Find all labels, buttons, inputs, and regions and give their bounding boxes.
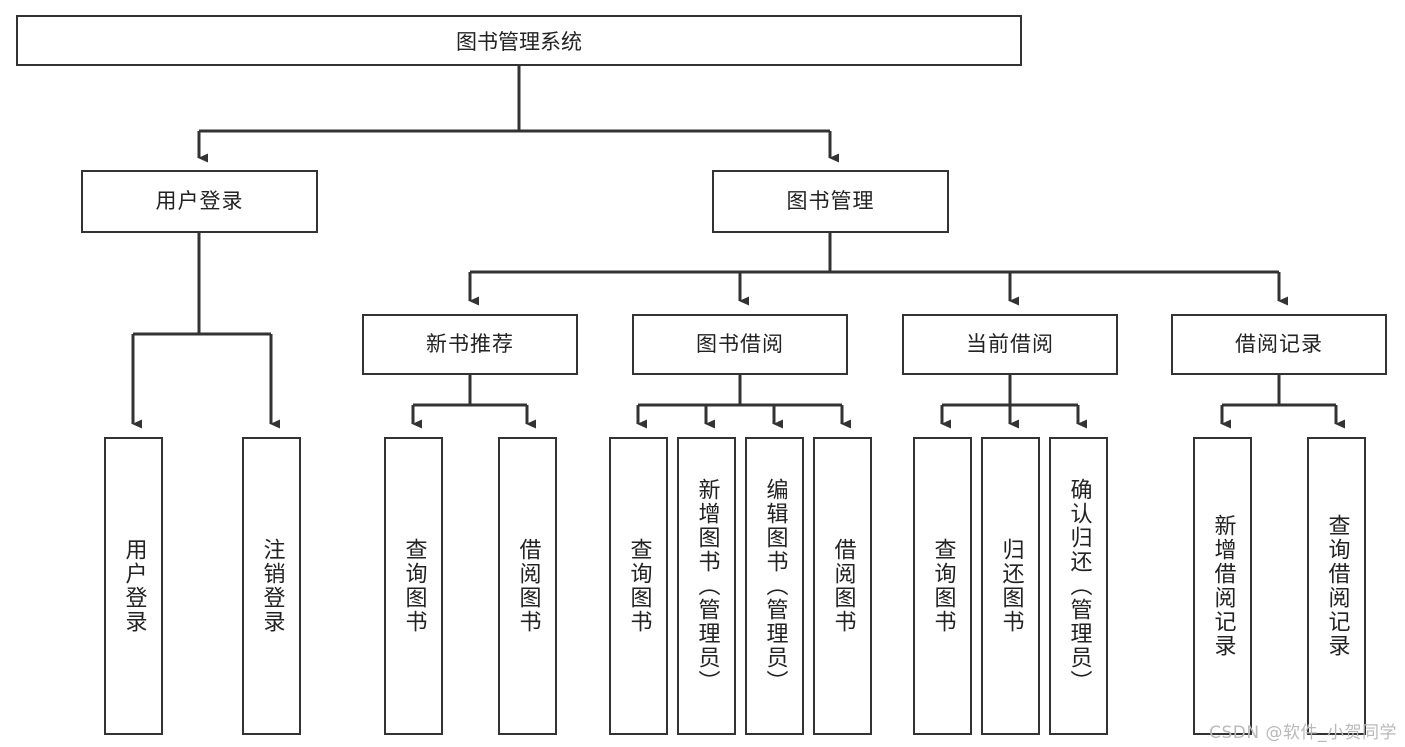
- leaf-user-login-login[interactable]: 用户登录: [104, 437, 163, 735]
- node-label: 借阅记录: [1235, 331, 1323, 356]
- leaf-label: 编辑图书（管理员）: [762, 478, 788, 694]
- watermark-text: CSDN @软件_小贺同学: [1209, 723, 1397, 743]
- leaf-record-query-record[interactable]: 查询借阅记录: [1307, 437, 1366, 735]
- node-label: 图书管理系统: [456, 29, 582, 54]
- leaf-user-login-logout[interactable]: 注销登录: [242, 437, 301, 735]
- leaf-current-query-book[interactable]: 查询图书: [913, 437, 972, 735]
- node-book-borrow[interactable]: 图书借阅: [632, 314, 848, 375]
- node-label: 图书管理: [786, 188, 875, 213]
- leaf-borrow-edit-book-admin[interactable]: 编辑图书（管理员）: [745, 437, 804, 735]
- leaf-label: 借阅图书: [830, 538, 856, 634]
- node-current-borrow[interactable]: 当前借阅: [902, 314, 1118, 375]
- node-book-management[interactable]: 图书管理: [712, 170, 949, 233]
- leaf-label: 新增借阅记录: [1210, 514, 1236, 658]
- leaf-borrow-query-book[interactable]: 查询图书: [609, 437, 668, 735]
- node-user-login[interactable]: 用户登录: [81, 170, 318, 233]
- node-new-book-recommend[interactable]: 新书推荐: [362, 314, 578, 375]
- leaf-recommend-borrow-book[interactable]: 借阅图书: [498, 437, 557, 735]
- leaf-label: 查询图书: [401, 538, 427, 634]
- node-borrow-record[interactable]: 借阅记录: [1171, 314, 1387, 375]
- node-root-book-management-system[interactable]: 图书管理系统: [16, 15, 1022, 66]
- leaf-label: 确认归还（管理员）: [1066, 478, 1092, 694]
- leaf-label: 新增图书（管理员）: [694, 478, 720, 694]
- leaf-label: 查询图书: [626, 538, 652, 634]
- leaf-label: 查询图书: [930, 538, 956, 634]
- leaf-borrow-add-book-admin[interactable]: 新增图书（管理员）: [677, 437, 736, 735]
- leaf-recommend-query-book[interactable]: 查询图书: [384, 437, 443, 735]
- leaf-label: 注销登录: [259, 538, 285, 634]
- leaf-current-return-book[interactable]: 归还图书: [981, 437, 1040, 735]
- leaf-record-add-record[interactable]: 新增借阅记录: [1193, 437, 1252, 735]
- node-label: 用户登录: [155, 188, 244, 213]
- leaf-label: 查询借阅记录: [1324, 514, 1350, 658]
- leaf-label: 借阅图书: [515, 538, 541, 634]
- leaf-label: 归还图书: [998, 538, 1024, 634]
- node-label: 图书借阅: [696, 331, 784, 356]
- leaf-label: 用户登录: [121, 538, 147, 634]
- leaf-borrow-borrow-book[interactable]: 借阅图书: [813, 437, 872, 735]
- node-label: 当前借阅: [966, 331, 1054, 356]
- leaf-current-confirm-return-admin[interactable]: 确认归还（管理员）: [1049, 437, 1108, 735]
- node-label: 新书推荐: [426, 331, 514, 356]
